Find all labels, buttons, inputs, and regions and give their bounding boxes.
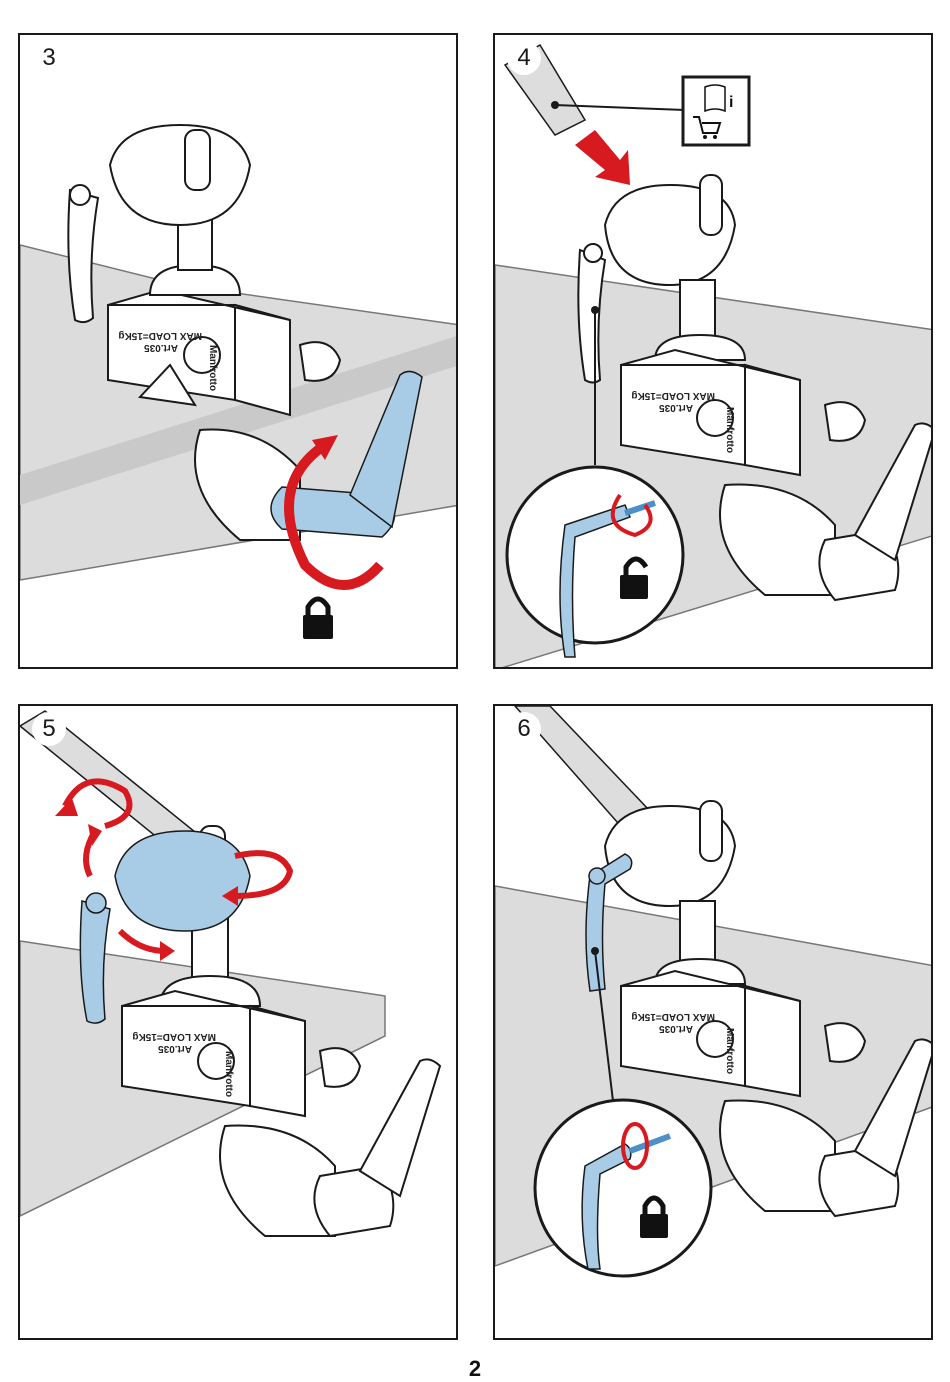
step-4-panel: 4 i <box>493 33 933 669</box>
rotate-arrow <box>284 440 384 590</box>
lock-closed-icon <box>640 1195 668 1238</box>
max-load-marking: MAX LOAD=15Kg <box>631 390 715 401</box>
lock-open-icon <box>620 556 649 599</box>
zoom-detail-circle <box>533 1098 713 1278</box>
brand-marking: Manfrotto <box>724 1028 735 1074</box>
manual-info-icon: i <box>704 84 733 113</box>
step-number: 3 <box>32 41 66 75</box>
lock-closed-icon <box>303 596 333 639</box>
step-5-illustration: MAX LOAD=15Kg Art.035 Manfrotto <box>20 710 442 1238</box>
lever-highlight <box>585 853 633 992</box>
step-6-illustration: MAX LOAD=15Kg Art.035 Manfrotto <box>495 706 931 1278</box>
brand-marking: Manfrotto <box>207 345 218 391</box>
max-load-marking: MAX LOAD=15Kg <box>631 1011 715 1022</box>
step-number: 5 <box>32 712 66 746</box>
svg-text:i: i <box>729 94 733 111</box>
step-number: 4 <box>507 41 541 75</box>
step-3-panel: 3 MAX LOAD=15Kg Art.035 Manfrotto <box>18 33 458 669</box>
page-number: 2 <box>468 1356 482 1381</box>
brand-marking: Manfrotto <box>724 407 735 453</box>
accessory-cart-icon <box>693 116 722 139</box>
brand-marking: Manfrotto <box>223 1051 234 1097</box>
article-marking: Art.035 <box>659 1023 693 1034</box>
head-highlight <box>79 830 251 1024</box>
step-5-panel: 5 MAX LOAD=15Kg Art.035 Manfrotto <box>18 704 458 1340</box>
article-marking: Art.035 <box>659 402 693 413</box>
article-marking: Art.035 <box>158 1043 192 1054</box>
step-number: 6 <box>507 712 541 746</box>
max-load-marking: MAX LOAD=15Kg <box>118 330 202 341</box>
step-3-illustration: MAX LOAD=15Kg Art.035 Manfrotto <box>20 123 456 639</box>
insert-arrow <box>575 130 630 185</box>
info-callout: i <box>551 75 751 147</box>
max-load-marking: MAX LOAD=15Kg <box>132 1031 216 1042</box>
step-4-illustration: i MAX LOAD=15Kg Art.035 <box>495 43 931 667</box>
clamp-knob-highlight <box>270 370 423 538</box>
step-6-panel: 6 MAX LOAD=15Kg Art.035 Manfrotto <box>493 704 933 1340</box>
zoom-detail-circle <box>505 465 685 658</box>
article-marking: Art.035 <box>144 342 178 353</box>
